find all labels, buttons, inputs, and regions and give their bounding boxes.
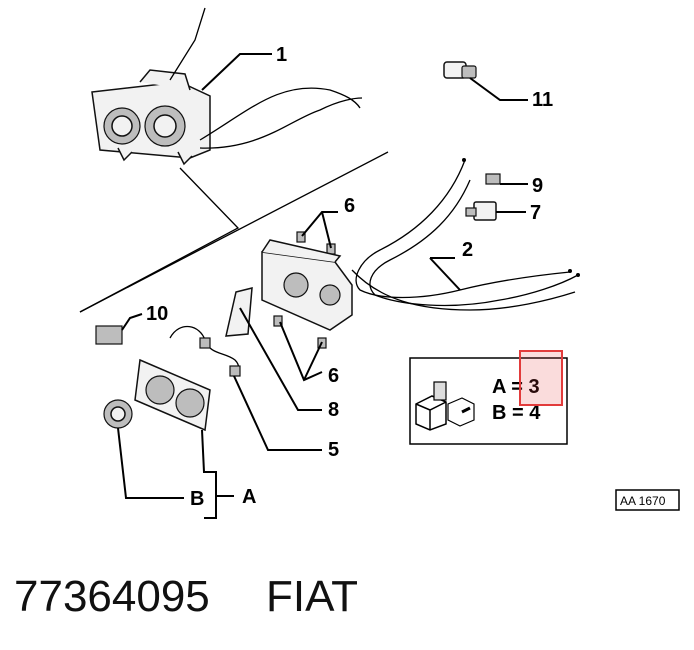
leader-line — [469, 77, 528, 101]
cable-set — [351, 269, 576, 311]
callout-label: 7 — [530, 202, 541, 224]
leader-line — [301, 211, 338, 249]
reference-code: AA 1670 — [615, 489, 680, 511]
legend-line-b: B = 4 — [492, 402, 541, 424]
callout-label: 2 — [462, 239, 473, 261]
highlight-box — [519, 350, 563, 406]
part-bracket — [225, 287, 253, 337]
cable — [199, 97, 363, 149]
part-control-unit — [91, 69, 211, 166]
callout-label: 6 — [344, 195, 355, 217]
part-front-panel — [134, 358, 211, 432]
part-connector — [95, 325, 123, 345]
callout-label: 10 — [146, 303, 168, 325]
leader-line — [117, 427, 184, 499]
callout-label: 9 — [532, 175, 543, 197]
leader-line — [279, 321, 323, 382]
part-housing — [261, 239, 353, 331]
separator-line — [79, 167, 240, 313]
callout-label: B — [190, 488, 204, 510]
quantity-legend: A = 3 B = 4 — [409, 350, 568, 445]
part-switch — [465, 201, 497, 221]
part-clip-lower — [273, 315, 283, 327]
brand-name: FIAT — [266, 572, 359, 621]
leader-line — [239, 307, 322, 411]
leader-line — [201, 53, 272, 91]
cable-set — [369, 179, 579, 307]
callout-label: 6 — [328, 365, 339, 387]
callout-label: 8 — [328, 399, 339, 421]
part-clip — [485, 173, 501, 185]
part-clip-upper — [296, 231, 306, 243]
reference-code-text: AA 1670 — [620, 494, 666, 508]
cable — [199, 87, 361, 141]
leader-line — [429, 257, 461, 291]
cable-set — [355, 159, 571, 299]
part-number: 77364095 — [14, 572, 210, 621]
callout-label: 1 — [276, 44, 287, 66]
package-icon — [415, 381, 475, 431]
legend-line-a: A = 3 — [492, 376, 540, 398]
callout-label: 11 — [532, 89, 553, 111]
leader-line — [233, 375, 322, 451]
callout-label: 5 — [328, 439, 339, 461]
callout-label: A — [242, 486, 256, 508]
leader-line — [121, 313, 143, 331]
part-bulb — [443, 61, 477, 79]
leader-bracket — [201, 429, 234, 519]
cable — [169, 7, 206, 81]
